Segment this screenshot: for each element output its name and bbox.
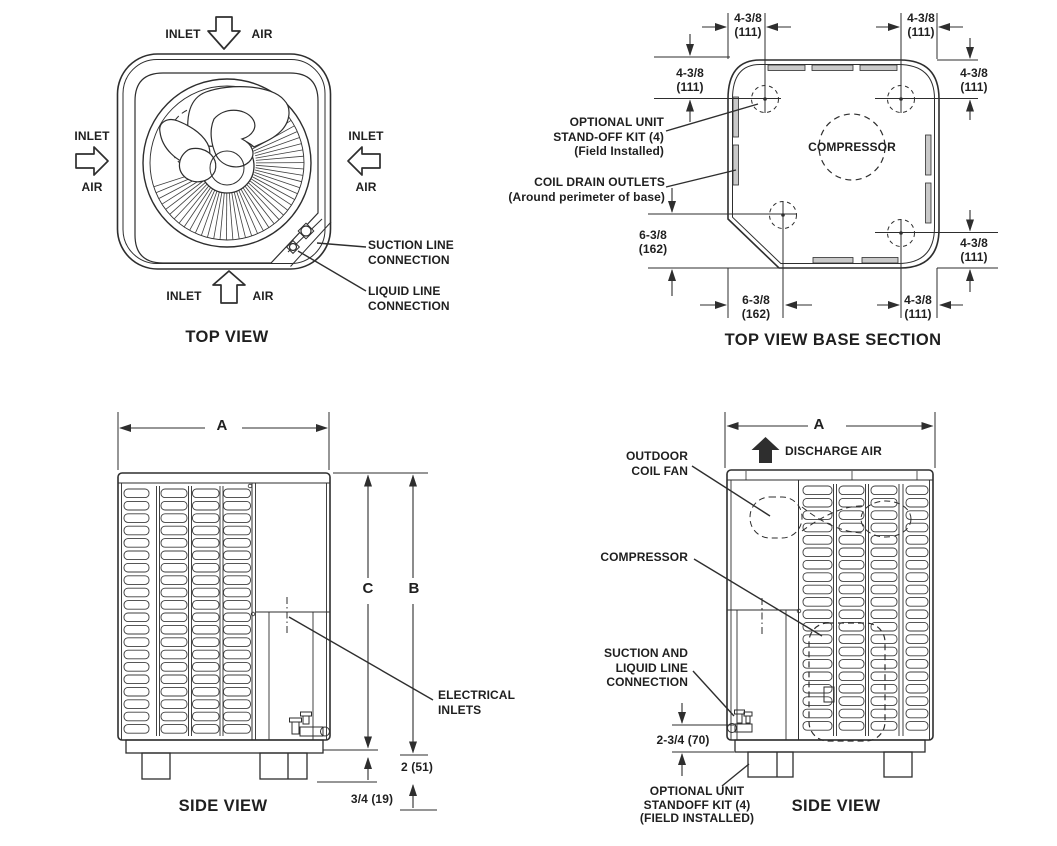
left-dimension-arrows — [119, 424, 417, 808]
top-view-title: TOP VIEW — [185, 328, 269, 346]
suction-line-label: SUCTION LINE CONNECTION — [368, 238, 454, 267]
side-view-left-title: SIDE VIEW — [178, 797, 268, 815]
discharge-air-label: DISCHARGE AIR — [785, 444, 882, 458]
standoff-kit-label: OPTIONAL UNIT STAND-OFF KIT (4) (Field I… — [553, 115, 664, 158]
left-extension-lines — [117, 412, 437, 811]
dim-left-lower: 6-3/8 (162) — [638, 228, 668, 256]
air-left-label: AIR — [81, 180, 103, 194]
dim-connection-height: 2-3/4 (70) — [656, 733, 710, 747]
side-view-left-drawing — [117, 412, 437, 811]
service-valves — [289, 711, 330, 737]
electrical-inlets-label: ELECTRICAL INLETS — [438, 688, 515, 717]
right-dimension-arrows — [678, 422, 934, 776]
base-section-drawing — [648, 13, 998, 318]
louver-frames-right — [833, 484, 904, 736]
discharge-air-arrow-icon — [751, 437, 780, 463]
dim-feet-height: 2 (51) — [401, 760, 433, 774]
base-leader-lines — [665, 103, 759, 188]
coil-drain-label: COIL DRAIN OUTLETS (Around perimeter of … — [508, 175, 665, 204]
fan-blades-icon — [159, 86, 290, 194]
side-view-right-title: SIDE VIEW — [791, 797, 881, 815]
dim-a-right: A — [813, 416, 825, 433]
dim-top-right: 4-3/8 (111) — [907, 11, 935, 39]
unit-feet-right — [747, 751, 913, 778]
coil-drain-slots — [732, 64, 932, 264]
line-connections — [285, 218, 323, 255]
base-section-title: TOP VIEW BASE SECTION — [724, 331, 942, 349]
inlet-air-arrows — [75, 16, 381, 304]
dim-left-upper: 4-3/8 (111) — [676, 66, 704, 94]
right-leader-lines — [691, 465, 823, 787]
inlet-bottom-label: INLET — [166, 289, 202, 303]
standoff-kit-holes — [751, 85, 915, 247]
air-top-label: AIR — [251, 27, 273, 41]
inlet-left-label: INLET — [74, 129, 110, 143]
top-view-leader-lines — [297, 242, 367, 292]
dim-standoff-height: 3/4 (19) — [350, 792, 394, 806]
compressor-hidden-outline — [808, 622, 886, 742]
right-extension-lines — [672, 412, 936, 753]
electrical-leader-line — [288, 616, 434, 701]
base-extension-lines — [648, 13, 998, 318]
louver-frames — [156, 483, 327, 740]
suction-liquid-label: SUCTION AND LIQUID LINE CONNECTION — [604, 646, 688, 689]
inlet-air-arrow-right-icon — [75, 146, 109, 176]
top-view-drawing — [75, 16, 381, 304]
compressor-label: COMPRESSOR — [808, 140, 896, 154]
liquid-line-label: LIQUID LINE CONNECTION — [368, 284, 450, 313]
air-right-label: AIR — [355, 180, 377, 194]
inlet-top-label: INLET — [165, 27, 201, 41]
outdoor-coil-fan-label: OUTDOOR COIL FAN — [625, 449, 688, 478]
dim-b: B — [408, 580, 420, 597]
inlet-right-label: INLET — [348, 129, 384, 143]
dim-c: C — [362, 580, 374, 597]
inlet-air-arrow-left-icon — [347, 146, 381, 176]
unit-feet — [141, 752, 308, 780]
fan-hidden-outline — [749, 496, 912, 539]
fan-orifice-panel — [134, 72, 319, 264]
side-view-right-drawing — [672, 412, 936, 787]
compressor-label-side: COMPRESSOR — [600, 550, 688, 564]
standoff-kit-label-side: OPTIONAL UNIT STANDOFF KIT (4) (FIELD IN… — [639, 784, 755, 825]
inlet-air-arrow-up-icon — [212, 270, 246, 304]
dim-a-left: A — [216, 417, 228, 434]
inlet-air-arrow-down-icon — [207, 16, 241, 50]
dim-bottom-left: 6-3/8 (162) — [741, 293, 771, 321]
compressor-dashed-circle — [818, 113, 886, 181]
base-dimension-arrows — [668, 23, 974, 309]
dim-right-lower: 4-3/8 (111) — [960, 236, 988, 264]
service-valves-right — [727, 709, 753, 733]
dim-top-left: 4-3/8 (111) — [734, 11, 762, 39]
dim-bottom-right: 4-3/8 (111) — [904, 293, 932, 321]
dim-right-upper: 4-3/8 (111) — [960, 66, 988, 94]
air-bottom-label: AIR — [252, 289, 274, 303]
